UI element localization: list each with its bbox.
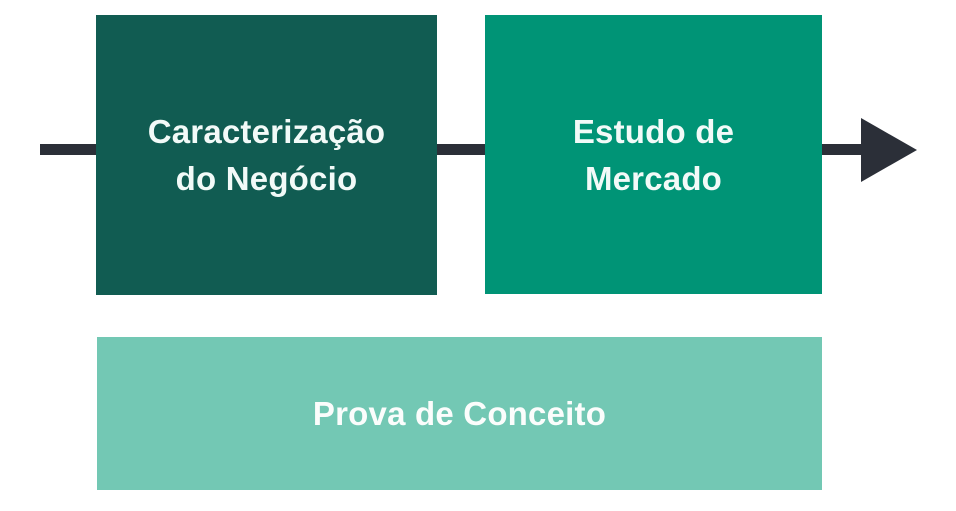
step-label-line: Caracterização [147,113,386,150]
step-box-prova-de-conceito: Prova de Conceito [97,337,822,490]
step-label: Prova de Conceito [313,390,606,437]
flow-arrow-shaft [40,144,866,155]
step-label: Caracterização do Negócio [148,108,386,202]
step-box-estudo-de-mercado: Estudo de Mercado [485,15,822,294]
flow-arrow-head-icon [861,118,917,182]
step-label-line: Mercado [584,159,723,197]
step-label: Estudo de Mercado [573,108,734,202]
step-label-line: Estudo de [572,112,735,150]
step-label-line: do Negócio [175,160,358,197]
step-label-line: Prova de Conceito [312,395,607,432]
step-box-caracterizacao-do-negocio: Caracterização do Negócio [96,15,437,295]
